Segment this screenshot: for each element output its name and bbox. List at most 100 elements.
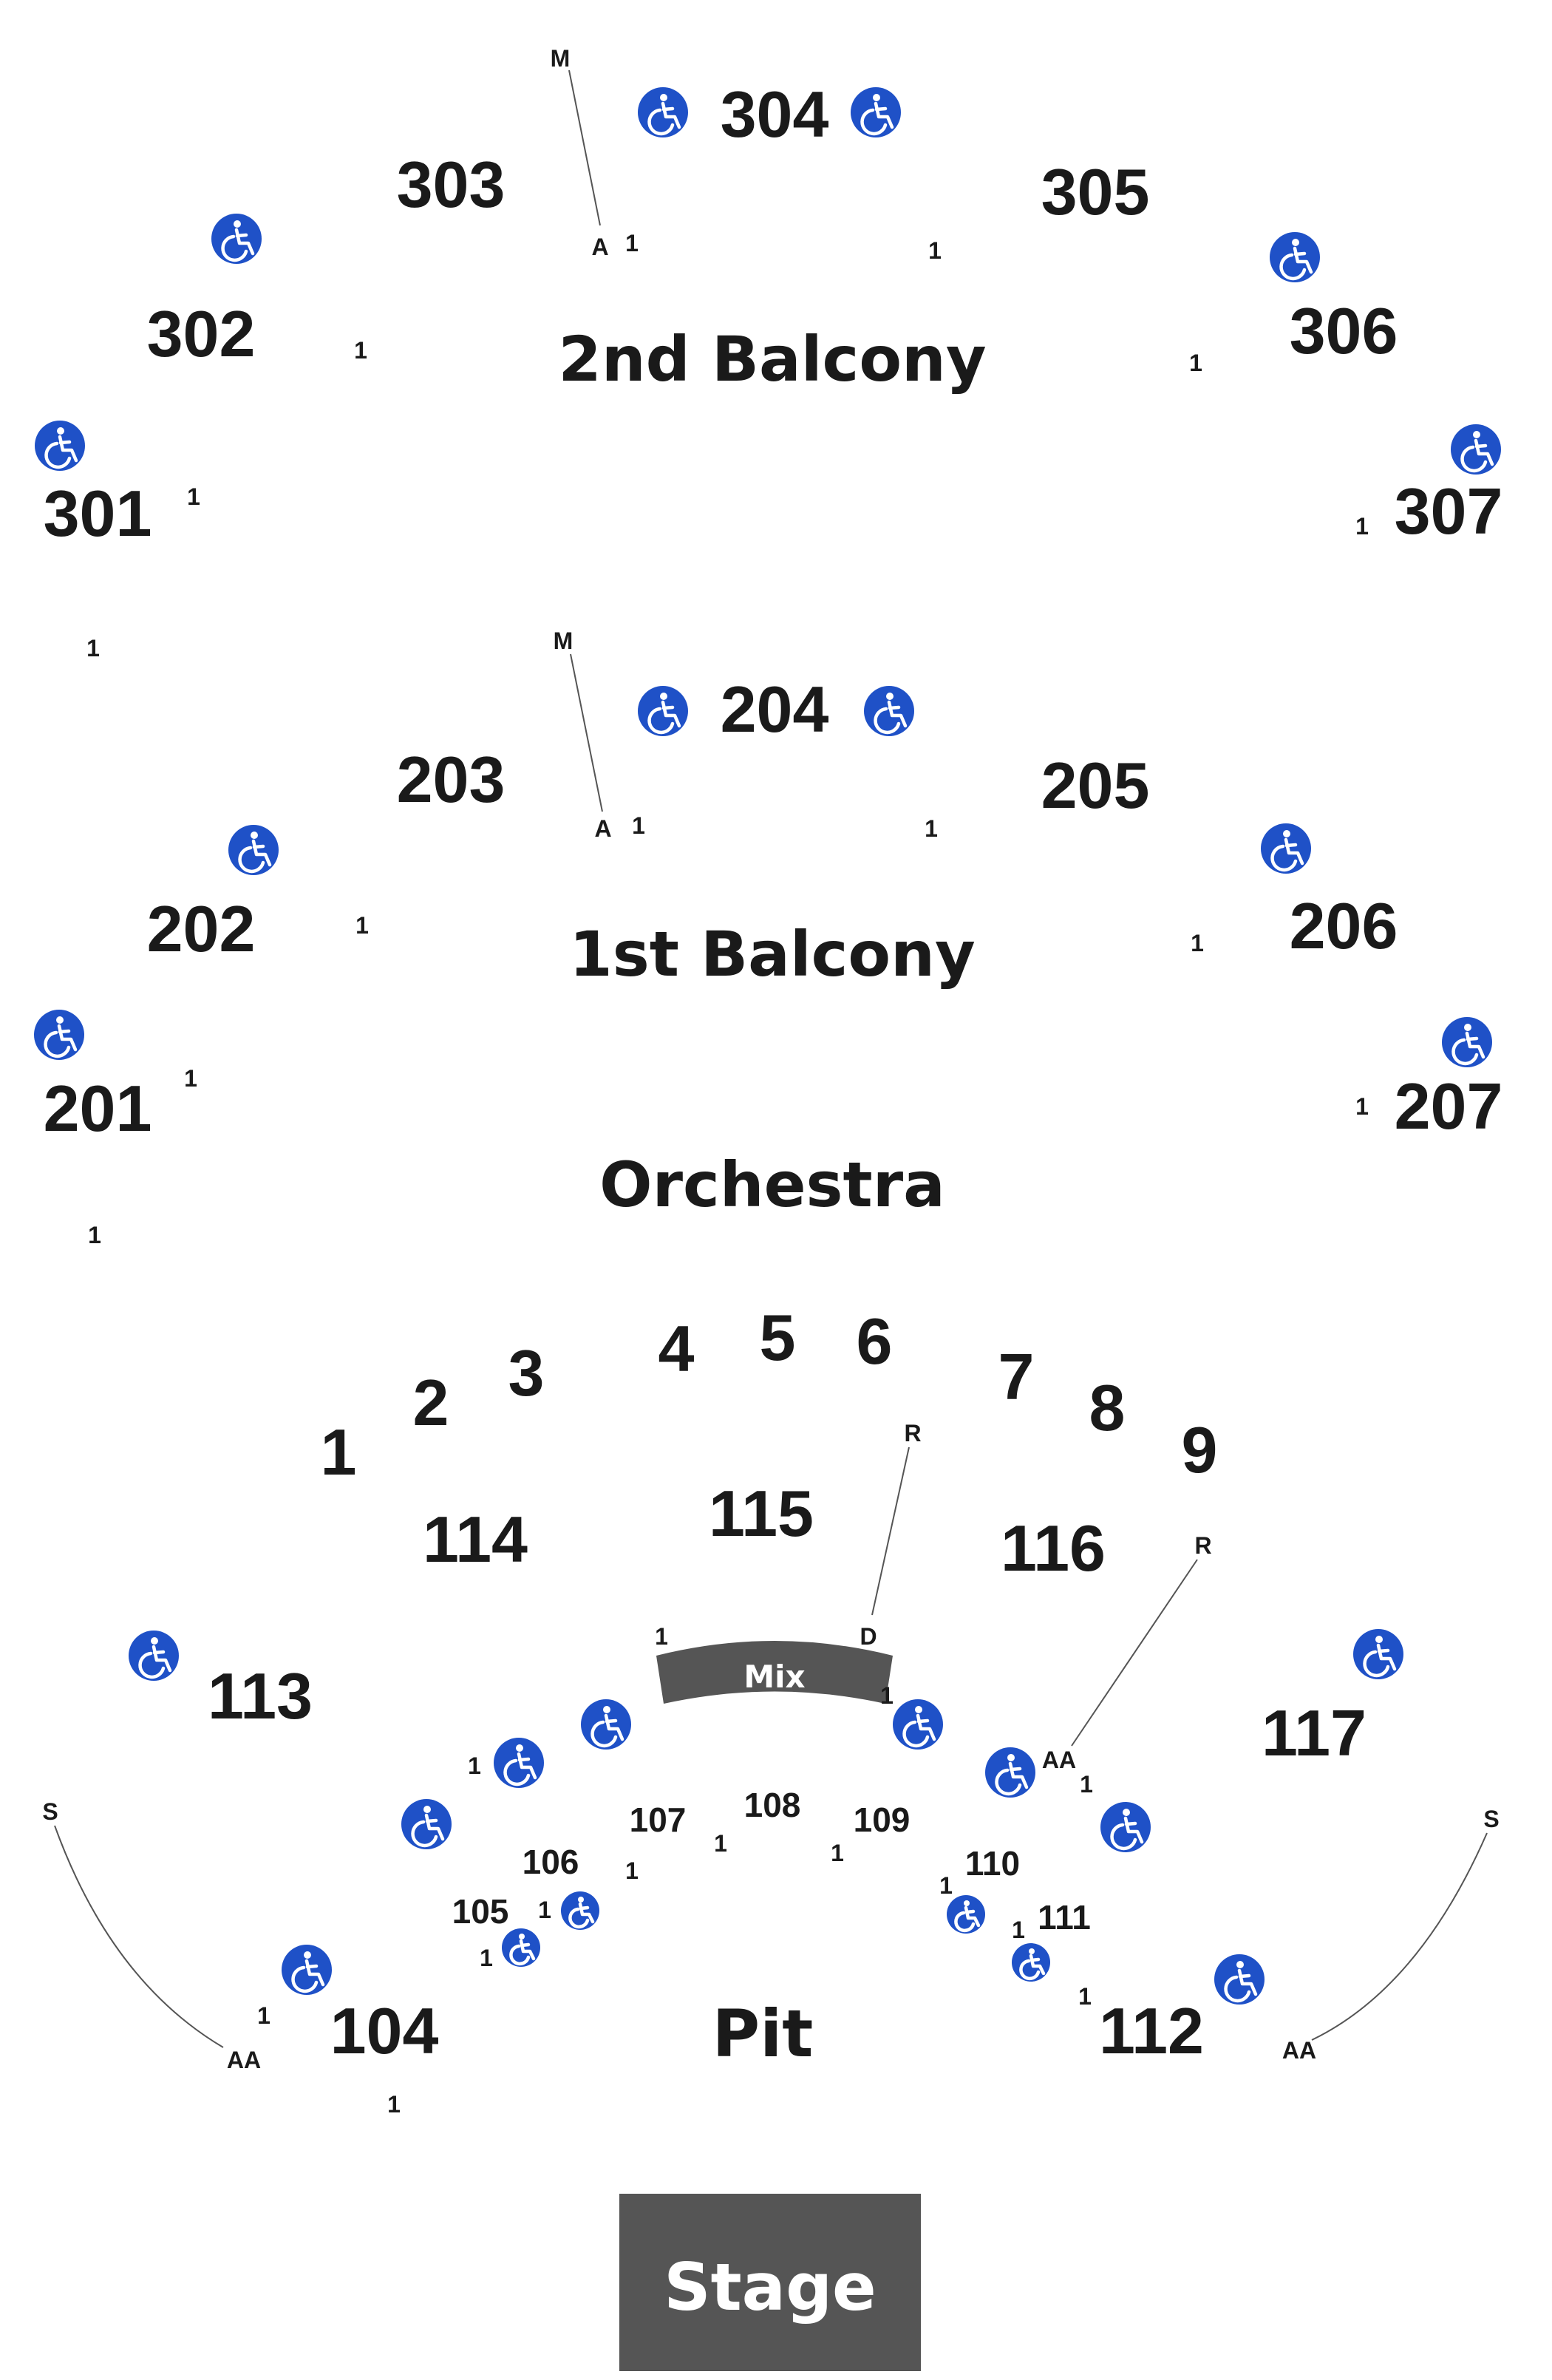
box-5[interactable]: 5 <box>760 1301 796 1374</box>
row-label-1: 1 <box>831 1840 844 1866</box>
box-9[interactable]: 9 <box>1182 1413 1218 1486</box>
wheelchair-accessible-icon <box>494 1738 544 1788</box>
section-206[interactable]: 206 <box>1290 889 1398 962</box>
row-label-1: 1 <box>880 1682 894 1709</box>
mix-position <box>656 1641 893 1704</box>
wheelchair-accessible-icon <box>35 421 85 471</box>
wheelchair-accessible-icon <box>282 1945 332 1995</box>
box-3[interactable]: 3 <box>508 1336 545 1410</box>
section-204[interactable]: 204 <box>721 673 829 746</box>
row-label-1: 1 <box>1355 1093 1369 1120</box>
row-label-1: 1 <box>1189 350 1202 376</box>
wheelchair-accessible-icon <box>1261 823 1311 874</box>
level-label-first-balcony: 1st Balcony <box>569 918 975 990</box>
section-302[interactable]: 302 <box>147 297 256 370</box>
row-label-1: 1 <box>355 912 369 939</box>
section-104[interactable]: 104 <box>330 1994 439 2067</box>
section-117[interactable]: 117 <box>1262 1696 1366 1769</box>
section-203[interactable]: 203 <box>397 743 506 816</box>
row-label-1: 1 <box>1012 1917 1025 1943</box>
row-label-d: D <box>860 1623 877 1650</box>
row-guide-line <box>871 1446 910 1616</box>
section-116[interactable]: 116 <box>1001 1512 1106 1585</box>
wheelchair-accessible-icon <box>1442 1017 1492 1067</box>
row-label-1: 1 <box>939 1872 953 1899</box>
section-301[interactable]: 301 <box>44 477 152 550</box>
section-303[interactable]: 303 <box>397 148 506 221</box>
row-label-aa: AA <box>1042 1747 1076 1773</box>
section-201[interactable]: 201 <box>44 1072 152 1145</box>
wheelchair-accessible-icon <box>1012 1943 1050 1982</box>
level-label-second-balcony: 2nd Balcony <box>558 323 986 395</box>
wheelchair-accessible-icon <box>561 1891 599 1930</box>
first-balcony-level: 1st Balcony 203 204 205 202 206 201 207 … <box>34 628 1502 1248</box>
section-112[interactable]: 112 <box>1099 1994 1204 2067</box>
wheelchair-accessible-icon <box>1270 232 1320 282</box>
row-label-1: 1 <box>184 1065 197 1092</box>
row-label-1: 1 <box>387 2091 401 2118</box>
section-109[interactable]: 109 <box>854 1801 911 1839</box>
row-label-1: 1 <box>468 1752 481 1779</box>
section-114[interactable]: 114 <box>423 1503 528 1576</box>
box-4[interactable]: 4 <box>658 1312 695 1385</box>
section-105[interactable]: 105 <box>452 1892 509 1931</box>
mix-label: Mix <box>743 1659 805 1695</box>
stage-label: Stage <box>664 2249 877 2325</box>
level-label-orchestra: Orchestra <box>599 1149 945 1221</box>
box-2[interactable]: 2 <box>413 1366 449 1439</box>
row-guide-line <box>1071 1559 1198 1747</box>
section-113[interactable]: 113 <box>208 1659 313 1733</box>
section-304[interactable]: 304 <box>721 78 829 151</box>
wheelchair-accessible-icon <box>638 686 688 736</box>
row-label-aa: AA <box>1282 2037 1316 2064</box>
wheelchair-accessible-icon <box>1451 424 1501 475</box>
section-108[interactable]: 108 <box>744 1786 801 1824</box>
row-label-1: 1 <box>86 635 100 662</box>
section-110[interactable]: 110 <box>965 1844 1020 1883</box>
section-205[interactable]: 205 <box>1041 749 1150 822</box>
row-guide-line <box>1311 1832 1488 2041</box>
section-207[interactable]: 207 <box>1395 1070 1503 1143</box>
row-label-1: 1 <box>925 815 938 842</box>
row-label-1: 1 <box>632 812 645 839</box>
row-guide-line <box>54 1825 224 2048</box>
wheelchair-accessible-icon <box>129 1631 179 1681</box>
section-202[interactable]: 202 <box>147 892 256 965</box>
row-label-r: R <box>904 1420 921 1446</box>
row-label-1: 1 <box>88 1222 101 1248</box>
section-115[interactable]: 115 <box>709 1477 814 1550</box>
stage: Stage <box>619 2194 921 2371</box>
wheelchair-accessible-icon <box>1214 1954 1265 2005</box>
stage-block <box>619 2194 921 2371</box>
section-106[interactable]: 106 <box>523 1843 579 1881</box>
row-label-a: A <box>594 815 611 842</box>
box-1[interactable]: 1 <box>321 1415 357 1489</box>
section-305[interactable]: 305 <box>1041 155 1150 228</box>
row-label-1: 1 <box>714 1830 727 1857</box>
row-label-1: 1 <box>625 230 639 256</box>
box-6[interactable]: 6 <box>857 1305 893 1378</box>
row-label-s: S <box>1483 1806 1499 1832</box>
row-label-m: M <box>554 628 574 654</box>
box-8[interactable]: 8 <box>1089 1371 1126 1444</box>
row-label-1: 1 <box>354 337 367 364</box>
wheelchair-accessible-icon <box>947 1895 985 1934</box>
wheelchair-accessible-icon <box>851 87 901 137</box>
row-guide-line <box>570 653 603 812</box>
row-label-1: 1 <box>1078 1983 1092 2010</box>
wheelchair-accessible-icon <box>1100 1802 1151 1852</box>
section-307[interactable]: 307 <box>1395 475 1503 548</box>
row-label-r: R <box>1194 1532 1211 1559</box>
wheelchair-accessible-icon <box>1353 1629 1403 1679</box>
wheelchair-accessible-icon <box>581 1699 631 1750</box>
section-306[interactable]: 306 <box>1290 294 1398 367</box>
section-111[interactable]: 111 <box>1038 1898 1091 1937</box>
wheelchair-accessible-icon <box>864 686 914 736</box>
row-label-1: 1 <box>1355 513 1369 540</box>
row-label-1: 1 <box>655 1623 668 1650</box>
wheelchair-accessible-icon <box>638 87 688 137</box>
section-107[interactable]: 107 <box>630 1801 687 1839</box>
second-balcony-level: 2nd Balcony 303 304 305 302 306 301 307 … <box>35 45 1502 662</box>
box-7[interactable]: 7 <box>998 1340 1035 1413</box>
